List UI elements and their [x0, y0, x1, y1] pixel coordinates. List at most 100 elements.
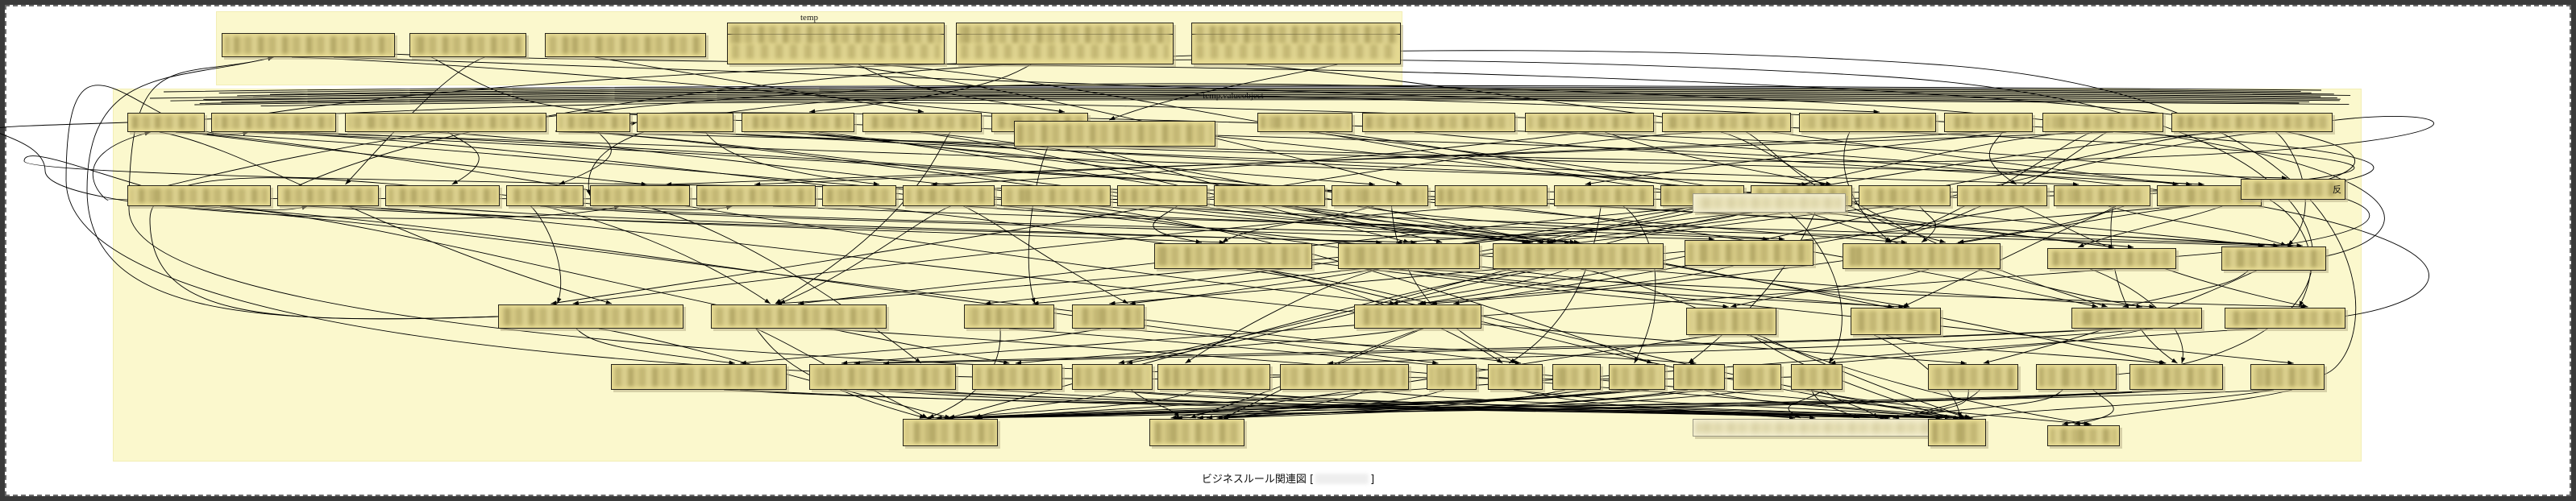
diagram-node[interactable]	[696, 185, 816, 206]
diagram-node[interactable]	[2171, 113, 2333, 132]
diagram-node[interactable]	[1117, 185, 1207, 206]
node-label-redacted	[1931, 422, 1983, 443]
diagram-node[interactable]	[727, 23, 945, 64]
diagram-node[interactable]	[1488, 364, 1543, 390]
diagram-node[interactable]	[1072, 304, 1145, 329]
diagram-node[interactable]	[1257, 113, 1352, 132]
diagram-node[interactable]	[1859, 185, 1951, 206]
diagram-node[interactable]	[385, 185, 500, 206]
diagram-node[interactable]	[1001, 185, 1111, 206]
diagram-node[interactable]	[1014, 121, 1215, 147]
diagram-node[interactable]	[1154, 243, 1312, 269]
diagram-node[interactable]	[2036, 364, 2117, 390]
diagram-node[interactable]	[1149, 419, 1244, 446]
cluster-label-cluster_temp: temp	[800, 13, 818, 23]
diagram-node[interactable]	[1693, 193, 1846, 213]
diagram-node[interactable]	[1525, 113, 1654, 132]
diagram-node[interactable]	[822, 185, 896, 206]
diagram-node[interactable]	[409, 33, 526, 57]
diagram-node[interactable]	[222, 33, 395, 57]
diagram-node[interactable]	[1957, 185, 2047, 206]
diagram-node[interactable]	[637, 113, 733, 132]
diagram-node[interactable]	[1928, 364, 2018, 390]
node-label-redacted	[1556, 367, 1598, 387]
diagram-node[interactable]	[127, 113, 205, 132]
diagram-node[interactable]	[1843, 243, 2001, 269]
diagram-node[interactable]	[2054, 185, 2150, 206]
node-label-redacted	[1075, 308, 1141, 325]
diagram-node[interactable]	[498, 304, 683, 329]
node-label-redacted	[2160, 188, 2258, 203]
diagram-node[interactable]	[2129, 364, 2223, 390]
diagram-node[interactable]	[1338, 243, 1480, 269]
diagram-node[interactable]	[556, 113, 630, 132]
diagram-node[interactable]	[211, 113, 336, 132]
diagram-node[interactable]	[506, 185, 584, 206]
node-label-redacted	[2050, 429, 2117, 443]
diagram-node[interactable]	[742, 113, 854, 132]
diagram-node[interactable]: 反	[2241, 179, 2345, 200]
diagram-node[interactable]	[1693, 419, 1951, 437]
diagram-node[interactable]	[1554, 185, 1654, 206]
node-label-redacted	[1438, 188, 1544, 203]
diagram-node[interactable]	[1685, 240, 1814, 266]
node-label-redacted	[2228, 311, 2342, 325]
diagram-node[interactable]	[1157, 364, 1270, 390]
diagram-node[interactable]	[2042, 113, 2163, 132]
diagram-node[interactable]	[964, 304, 1054, 329]
diagram-node[interactable]	[2071, 308, 2202, 329]
caption-redacted-value	[1315, 474, 1369, 484]
diagram-node[interactable]	[1928, 419, 1986, 446]
diagram-node[interactable]	[545, 33, 706, 57]
node-body-redacted	[961, 44, 1169, 59]
diagram-node[interactable]	[1214, 185, 1325, 206]
node-label-redacted	[2075, 311, 2199, 325]
diagram-node[interactable]	[1362, 113, 1515, 132]
diagram-node[interactable]	[590, 185, 690, 206]
diagram-node[interactable]	[2225, 308, 2345, 329]
diagram-node[interactable]	[1072, 364, 1153, 390]
diagram-node[interactable]	[1427, 364, 1477, 390]
diagram-node[interactable]	[1354, 304, 1481, 329]
cluster-cluster_temp_valueobject	[113, 89, 2362, 462]
diagram-node[interactable]	[127, 185, 271, 206]
diagram-node[interactable]	[345, 113, 546, 132]
diagram-node[interactable]	[2250, 364, 2325, 390]
diagram-node[interactable]	[1686, 308, 1776, 335]
diagram-node[interactable]	[1191, 23, 1401, 64]
diagram-node[interactable]	[2047, 248, 2176, 269]
diagram-node[interactable]	[1332, 185, 1428, 206]
diagram-node[interactable]	[1851, 308, 1941, 335]
node-label-redacted	[2254, 367, 2321, 387]
node-label-redacted	[1689, 311, 1773, 332]
diagram-node[interactable]	[1673, 364, 1725, 390]
diagram-node[interactable]	[2047, 425, 2120, 446]
node-label-redacted	[1794, 367, 1839, 387]
diagram-node[interactable]	[711, 304, 887, 329]
diagram-node[interactable]	[277, 185, 379, 206]
diagram-node[interactable]	[956, 23, 1174, 64]
node-label-redacted	[959, 26, 1170, 43]
diagram-node[interactable]	[1799, 113, 1936, 132]
diagram-node[interactable]	[1609, 364, 1665, 390]
diagram-node[interactable]	[1662, 113, 1791, 132]
diagram-node[interactable]	[1791, 364, 1843, 390]
diagram-node[interactable]	[611, 364, 787, 390]
node-label-redacted	[1696, 197, 1843, 209]
node-label-redacted	[1665, 116, 1788, 129]
diagram-node[interactable]	[1280, 364, 1409, 390]
diagram-node[interactable]	[1552, 364, 1601, 390]
diagram-node[interactable]	[903, 185, 995, 206]
diagram-node[interactable]	[809, 364, 956, 390]
diagram-node[interactable]	[862, 113, 982, 132]
node-label-redacted	[1736, 367, 1778, 387]
diagram-node[interactable]	[972, 364, 1062, 390]
diagram-node[interactable]	[1944, 113, 2033, 132]
diagram-node[interactable]	[903, 419, 998, 446]
diagram-node[interactable]	[2221, 246, 2326, 271]
diagram-node[interactable]	[1733, 364, 1781, 390]
diagram-node[interactable]	[1493, 243, 1664, 269]
diagram-node[interactable]	[1435, 185, 1548, 206]
node-label-redacted	[1960, 188, 2044, 203]
